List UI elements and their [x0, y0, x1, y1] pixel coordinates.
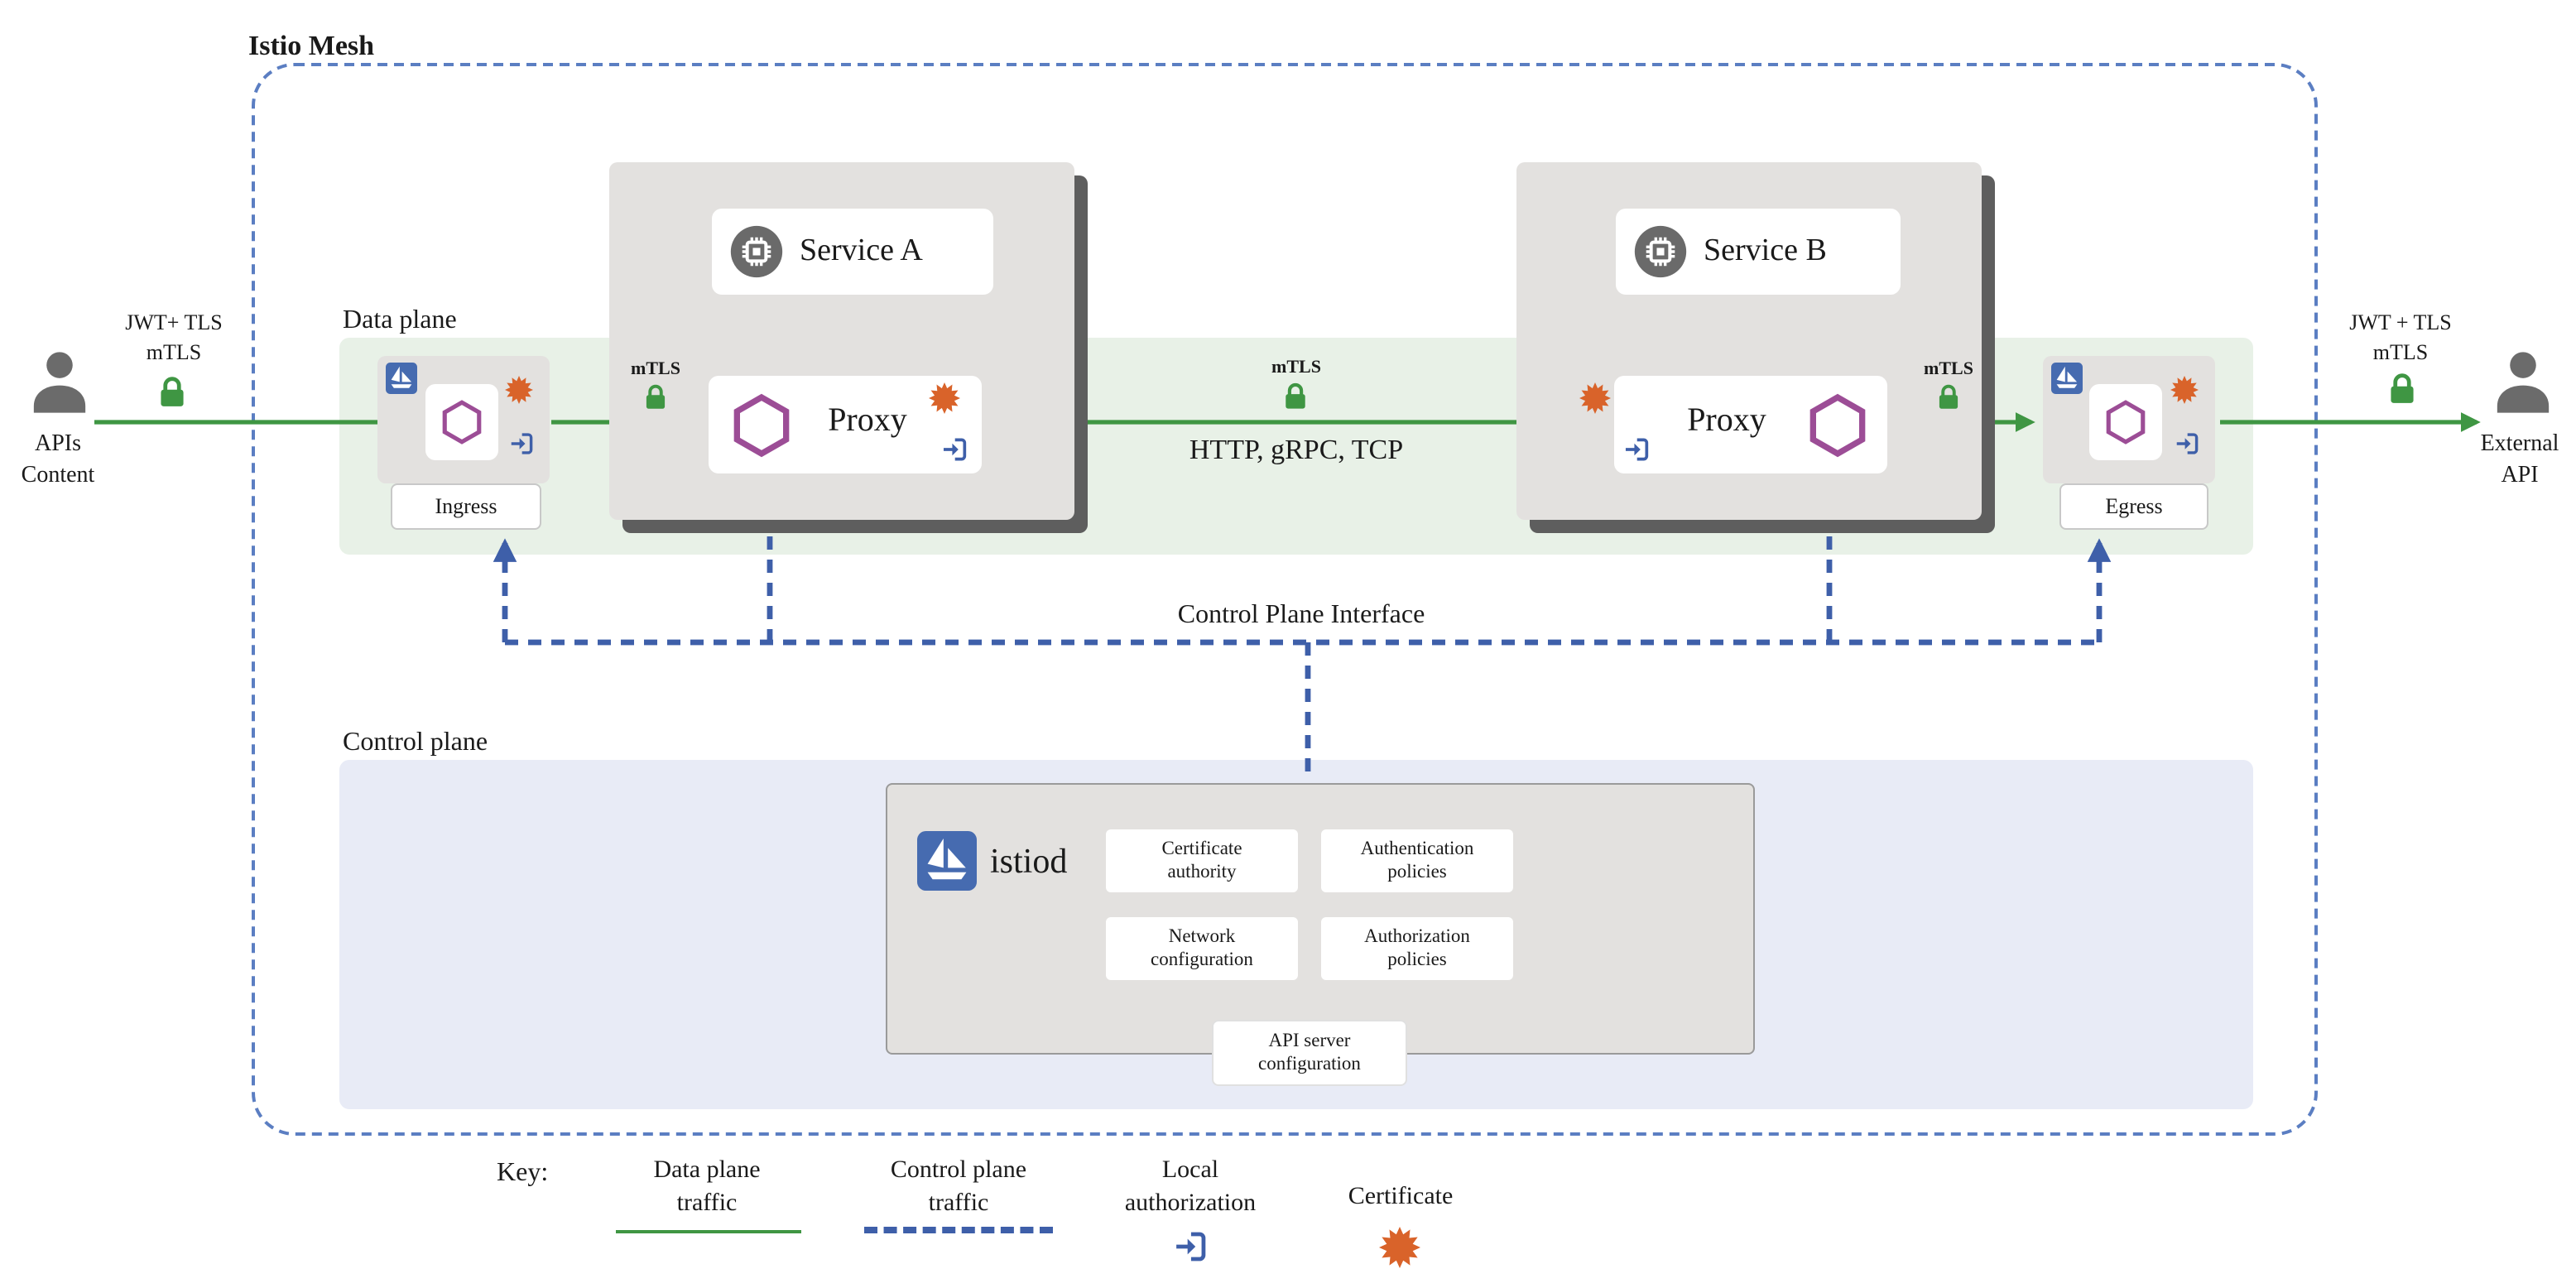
mtls-lock-right-icon	[1934, 382, 1963, 412]
authentication-policies-label: Authentication policies	[1360, 839, 1474, 882]
mtls-lock-left-icon	[641, 382, 670, 412]
key-local-authorization-label: Local authorization	[1124, 1157, 1257, 1216]
service-b-chip-icon	[1632, 223, 1689, 280]
control-plane-interface-label: Control Plane Interface	[1152, 601, 1450, 631]
istiod-box	[886, 783, 1755, 1055]
right-lock-icon	[2384, 371, 2420, 407]
diagram-title: Istio Mesh	[248, 30, 375, 61]
proxy-b-hexagon-icon	[1805, 392, 1871, 459]
service-a-chip-icon	[728, 223, 785, 280]
ingress-label-text: Ingress	[435, 493, 497, 518]
left-lock-icon	[154, 374, 190, 411]
ingress-proxy-hexagon-icon	[439, 399, 485, 445]
istiod-sail-icon	[917, 831, 977, 891]
control-plane-label: Control plane	[343, 728, 488, 757]
key-local-authorization-icon	[1172, 1228, 1209, 1265]
authorization-policies-box: Authorization policies	[1321, 917, 1513, 980]
mesh-boundary	[252, 63, 2318, 1136]
key-control-plane-traffic-line	[864, 1227, 1053, 1233]
certificate-authority-box: Certificate authority	[1106, 829, 1298, 892]
egress-certificate-icon	[2170, 376, 2199, 404]
mtls-lock-center-icon	[1280, 381, 1311, 412]
key-data-plane-traffic-line	[616, 1230, 801, 1233]
right-actor-label: External API	[2480, 432, 2559, 488]
key-data-plane-traffic-label: Data plane traffic	[653, 1157, 761, 1216]
proxy-b-certificate-icon	[1579, 382, 1611, 414]
key-certificate-icon	[1379, 1227, 1420, 1268]
service-b-box: Service B	[1616, 209, 1901, 295]
egress-istio-sail-icon	[2051, 363, 2083, 394]
proxy-a-certificate-icon	[929, 382, 960, 414]
istiod-label: istiod	[990, 841, 1068, 881]
ingress-local-authorization-icon	[508, 430, 535, 457]
authentication-policies-box: Authentication policies	[1321, 829, 1513, 892]
service-b-label: Service B	[1704, 233, 1827, 268]
network-configuration-label: Network configuration	[1151, 926, 1253, 970]
api-server-configuration-box: API server configuration	[1214, 1021, 1406, 1084]
key-label: Key:	[497, 1159, 549, 1187]
right-user-icon	[2487, 344, 2559, 421]
authorization-policies-label: Authorization policies	[1364, 926, 1470, 970]
network-configuration-box: Network configuration	[1106, 917, 1298, 980]
mtls-label-right: mTLS	[1924, 359, 1973, 379]
right-arrow-label: JWT + TLS mTLS	[2349, 310, 2452, 364]
proxy-a-local-authorization-icon	[940, 435, 968, 464]
ingress-certificate-icon	[505, 376, 533, 404]
left-arrow-label: JWT+ TLS mTLS	[125, 310, 223, 364]
egress-proxy-hexagon-icon	[2103, 399, 2149, 445]
ingress-label: Ingress	[391, 483, 541, 530]
mtls-label-center: mTLS	[1271, 358, 1321, 377]
api-server-configuration-label: API server configuration	[1258, 1031, 1361, 1074]
proxy-b-local-authorization-icon	[1622, 435, 1651, 464]
egress-local-authorization-icon	[2174, 430, 2200, 457]
proxy-a-hexagon-icon	[728, 392, 795, 459]
left-user-icon	[23, 344, 96, 421]
egress-label-text: Egress	[2105, 493, 2163, 518]
protocols-label: HTTP, gRPC, TCP	[1189, 434, 1404, 465]
data-plane-label: Data plane	[343, 306, 457, 334]
certificate-authority-label: Certificate authority	[1161, 839, 1242, 882]
key-certificate-label: Certificate	[1348, 1184, 1454, 1210]
left-actor-label: APIs Content	[21, 432, 95, 488]
egress-label: Egress	[2059, 483, 2208, 530]
mtls-label-left: mTLS	[631, 359, 680, 379]
service-a-label: Service A	[800, 233, 923, 268]
key-control-plane-traffic-label: Control plane traffic	[890, 1157, 1027, 1216]
ingress-istio-sail-icon	[386, 363, 417, 394]
proxy-a-label: Proxy	[828, 402, 907, 439]
service-a-box: Service A	[712, 209, 993, 295]
proxy-b-label: Proxy	[1687, 402, 1766, 439]
